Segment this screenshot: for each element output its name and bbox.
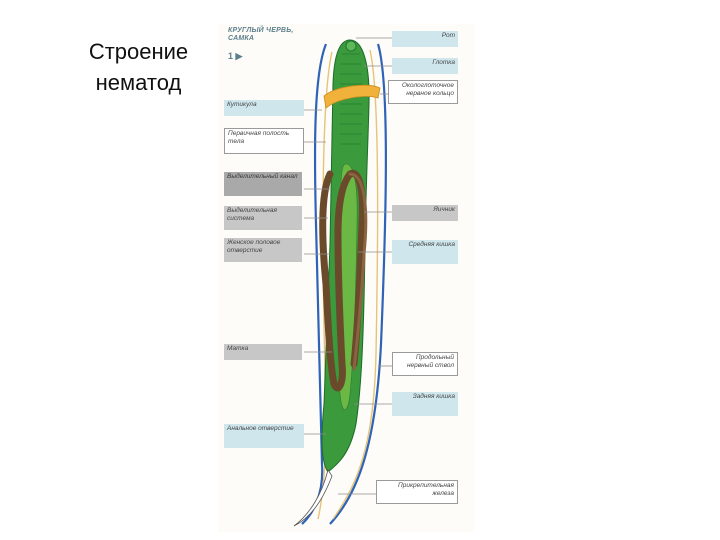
label-excretory-system: Выделительная система: [224, 206, 302, 230]
label-excretory-canal: Выделительный канал: [224, 172, 302, 196]
label-nerve-cord: Продольный нервный ствол: [392, 352, 458, 376]
label-female-opening: Женское половое отверстие: [224, 238, 302, 262]
pointer-lines-left: [304, 109, 332, 435]
uterus: [319, 169, 366, 392]
excretory-canal-line: [301, 43, 328, 525]
label-body-cavity: Первичная полость тела: [224, 128, 304, 154]
label-ovary: Яичник: [392, 205, 458, 221]
label-mouth: Рот: [392, 31, 458, 47]
label-midgut: Средняя кишка: [392, 240, 458, 264]
nematode-illustration: [293, 37, 392, 527]
excretory-canal-line-right: [329, 43, 387, 525]
worm-tail: [293, 469, 333, 527]
ovary-coil: [348, 172, 368, 371]
pointer-lines-right: [338, 37, 392, 495]
label-adhesive-gland: Прикрепительная железа: [376, 480, 458, 504]
label-nerve-ring: Окологлоточное нервное кольцо: [388, 80, 458, 104]
slide-title: Строение нематод: [88, 39, 189, 95]
label-cuticle: Кутикула: [224, 100, 304, 116]
diagram-caption: КРУГЛЫЙ ЧЕРВЬ, САМКА: [228, 27, 294, 42]
label-uterus: Матка: [224, 344, 302, 360]
nerve-line-right: [332, 49, 379, 520]
label-hindgut: Задняя кишка: [392, 392, 458, 416]
nerve-line-left: [317, 51, 333, 520]
label-pharynx: Глотка: [392, 58, 458, 74]
mouth: [345, 40, 357, 52]
nerve-ring: [323, 84, 381, 109]
label-anus: Анальное отверстие: [224, 424, 304, 448]
diagram-caption-mark: 1 ▶: [228, 51, 243, 61]
